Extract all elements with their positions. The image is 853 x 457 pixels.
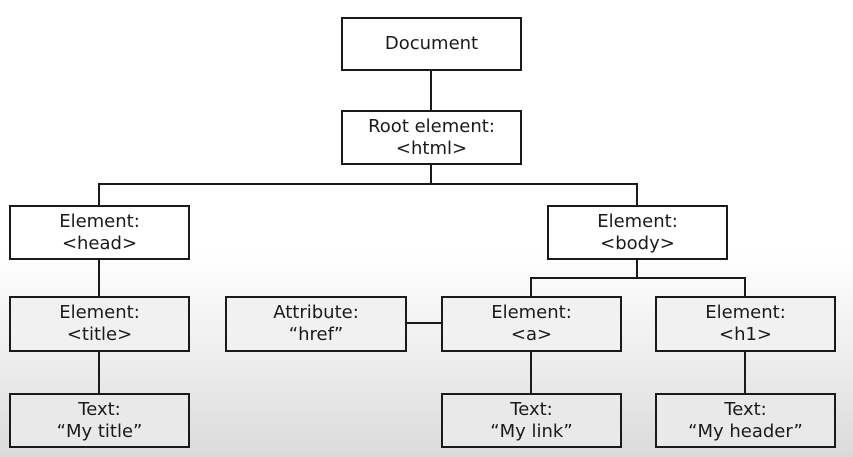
node-root-label: Root element: xyxy=(368,115,495,137)
connector-h1-text xyxy=(744,351,746,394)
node-head-element: Element: <head> xyxy=(9,205,190,260)
node-text-my-title: Text: “My title” xyxy=(9,393,190,448)
node-h1-element: Element: <h1> xyxy=(655,296,836,352)
node-text-header-value: “My header” xyxy=(688,420,803,442)
connector-root-branch xyxy=(98,183,638,185)
node-document: Document xyxy=(341,17,522,71)
node-head-label: Element: xyxy=(59,210,140,232)
node-title-element: Element: <title> xyxy=(9,296,190,352)
connector-body-down xyxy=(636,259,638,278)
connector-head-title xyxy=(98,259,100,297)
node-title-label: Element: xyxy=(59,302,140,323)
connector-attribute-a xyxy=(406,322,442,324)
node-a-tag: <a> xyxy=(510,324,553,345)
node-body-label: Element: xyxy=(597,210,678,232)
node-text-link-value: “My link” xyxy=(490,420,573,442)
connector-document-root xyxy=(430,70,432,111)
node-h1-label: Element: xyxy=(705,302,786,323)
connector-branch-head xyxy=(98,183,100,206)
node-text-title-value: “My title” xyxy=(56,420,143,442)
node-root-tag: <html> xyxy=(395,137,468,159)
node-attribute-href: Attribute: “href” xyxy=(225,296,407,352)
connector-branch-body xyxy=(636,183,638,206)
connector-title-text xyxy=(98,351,100,394)
node-root-element: Root element: <html> xyxy=(341,110,522,165)
node-document-label: Document xyxy=(384,33,479,54)
node-text-title-label: Text: xyxy=(78,398,121,420)
node-text-my-header: Text: “My header” xyxy=(655,393,836,448)
connector-body-branch xyxy=(530,277,746,279)
node-a-element: Element: <a> xyxy=(441,296,622,352)
node-title-tag: <title> xyxy=(66,324,133,345)
node-text-my-link: Text: “My link” xyxy=(441,393,622,448)
node-text-header-label: Text: xyxy=(724,398,767,420)
node-body-element: Element: <body> xyxy=(547,205,728,260)
node-h1-tag: <h1> xyxy=(718,324,773,345)
node-text-link-label: Text: xyxy=(510,398,553,420)
connector-a-text xyxy=(530,351,532,394)
connector-branch-a xyxy=(530,277,532,297)
node-body-tag: <body> xyxy=(600,232,675,254)
node-head-tag: <head> xyxy=(61,232,138,254)
node-attribute-value: “href” xyxy=(288,324,344,345)
connector-root-down xyxy=(430,164,432,184)
connector-branch-h1 xyxy=(744,277,746,297)
node-attribute-label: Attribute: xyxy=(273,302,359,323)
node-a-label: Element: xyxy=(491,302,572,323)
